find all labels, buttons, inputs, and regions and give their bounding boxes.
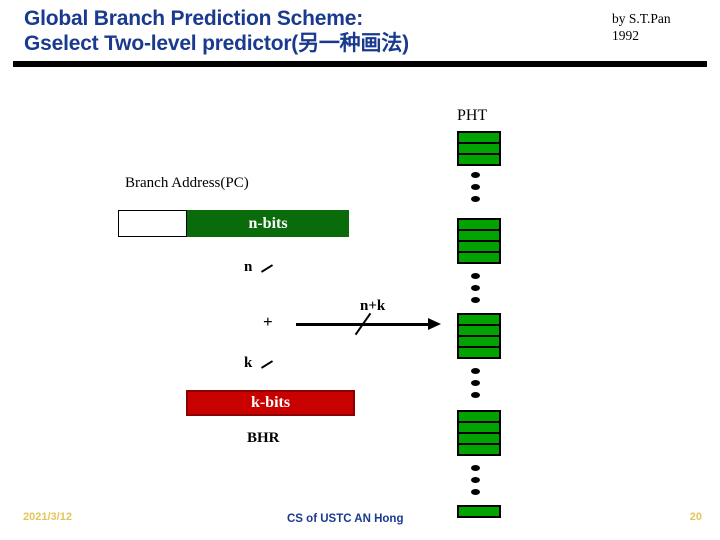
pht-entry-row xyxy=(459,434,499,445)
branch-address-high-bits xyxy=(118,210,187,237)
pht-column xyxy=(457,0,501,540)
bhr-register-bar: k-bits xyxy=(186,390,355,416)
pht-entry-row xyxy=(459,315,499,326)
n-width-label: n xyxy=(244,259,253,275)
pht-entry-row xyxy=(459,133,499,144)
pht-entry-row xyxy=(459,253,499,262)
pht-vertical-ellipsis-icon xyxy=(471,273,483,309)
n-width-slash-icon xyxy=(260,264,274,273)
pht-entry-row xyxy=(459,423,499,434)
branch-address-label: Branch Address(PC) xyxy=(125,175,249,191)
pht-vertical-ellipsis-icon xyxy=(471,172,483,208)
pht-entry-group xyxy=(457,505,501,518)
pht-vertical-ellipsis-icon xyxy=(471,368,483,404)
byline-year: 1992 xyxy=(612,28,639,43)
pht-entry-row xyxy=(459,445,499,454)
pht-entry-row xyxy=(459,348,499,357)
title-line-2: Gselect Two-level predictor(另一种画法) xyxy=(24,32,409,55)
pht-entry-row xyxy=(459,220,499,231)
footer-page-number: 20 xyxy=(689,511,702,523)
k-width-label: k xyxy=(244,355,253,371)
pht-entry-row xyxy=(459,326,499,337)
title-divider-rule xyxy=(13,61,707,67)
bhr-label: BHR xyxy=(247,430,280,446)
pht-vertical-ellipsis-icon xyxy=(471,465,483,501)
pht-entry-group xyxy=(457,313,501,359)
pht-entry-row xyxy=(459,144,499,155)
pht-entry-group xyxy=(457,218,501,264)
branch-address-n-bits: n-bits xyxy=(187,210,349,237)
pht-entry-row xyxy=(459,337,499,348)
byline-author: by S.T.Pan xyxy=(612,11,671,26)
pht-label: PHT xyxy=(457,107,488,124)
pht-entry-row xyxy=(459,242,499,253)
branch-address-bar: n-bits xyxy=(118,210,349,237)
pht-entry-group xyxy=(457,131,501,166)
k-width-slash-icon xyxy=(260,360,274,369)
index-width-label: n+k xyxy=(360,298,386,314)
pht-entry-group xyxy=(457,410,501,456)
pht-entry-row xyxy=(459,412,499,423)
slide-title: Global Branch Prediction Scheme: Gselect… xyxy=(24,6,584,56)
index-arrow-head-icon xyxy=(428,318,441,330)
footer-center-text: CS of USTC AN Hong xyxy=(287,513,404,525)
pht-entry-row xyxy=(459,507,499,516)
title-byline: by S.T.Pan 1992 xyxy=(612,10,716,44)
pht-entry-row xyxy=(459,155,499,164)
title-line-1: Global Branch Prediction Scheme: xyxy=(24,7,364,30)
pht-entry-row xyxy=(459,231,499,242)
concat-adder-label: + xyxy=(263,312,273,331)
footer-date: 2021/3/12 xyxy=(23,511,72,523)
